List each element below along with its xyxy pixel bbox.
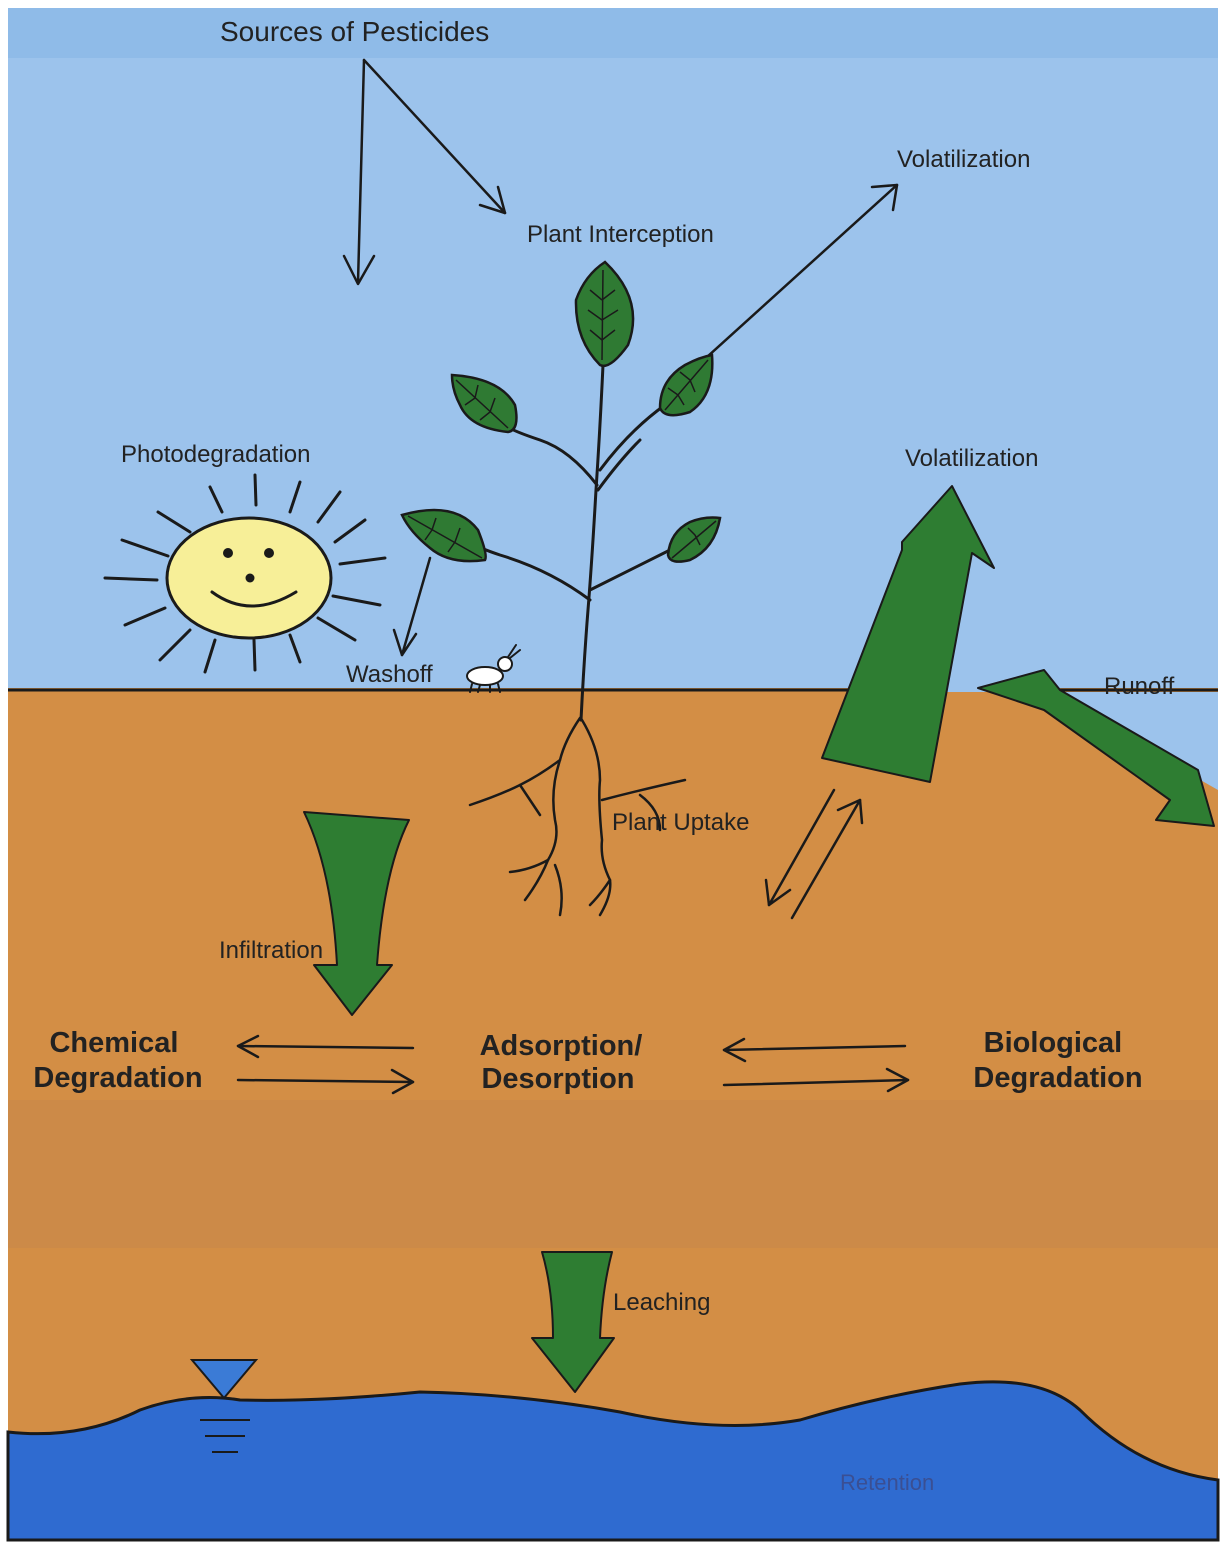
washoff-label: Washoff bbox=[346, 661, 433, 688]
soil-middle-band bbox=[8, 1100, 1218, 1248]
volatilization-soil-label: Volatilization bbox=[905, 445, 1038, 472]
retention-label: Retention bbox=[840, 1470, 934, 1495]
plant-interception-label: Plant Interception bbox=[527, 221, 714, 248]
volatilization-air-label: Volatilization bbox=[897, 146, 1030, 173]
infiltration-label: Infiltration bbox=[219, 937, 323, 964]
sky-top-band bbox=[8, 8, 1218, 58]
diagram-title: Sources of Pesticides bbox=[220, 16, 489, 47]
plant-uptake-label: Plant Uptake bbox=[612, 809, 749, 836]
runoff-label: Runoff bbox=[1104, 673, 1175, 700]
leaching-label: Leaching bbox=[613, 1289, 710, 1316]
photodegradation-label: Photodegradation bbox=[121, 441, 311, 468]
adsorption-desorption-label: Adsorption/ Desorption bbox=[480, 1030, 651, 1095]
